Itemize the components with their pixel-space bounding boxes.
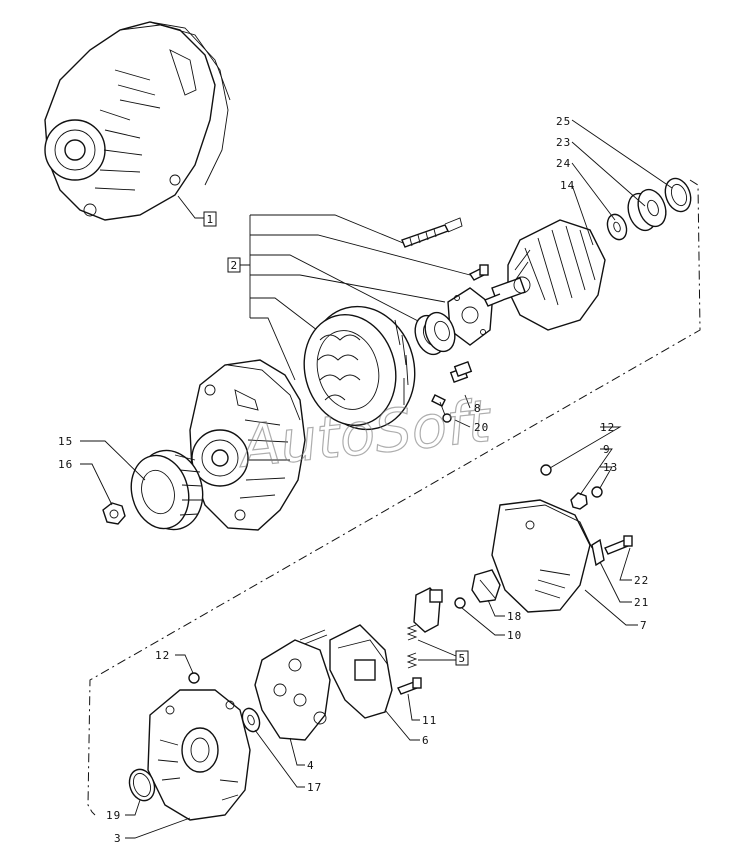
rear-cover-7 (491, 499, 593, 613)
callout-11: 11 (422, 714, 437, 727)
callout-7: 7 (640, 619, 648, 632)
nut-12-bottom (188, 672, 200, 684)
callout-3: 3 (114, 832, 122, 845)
terminal-screw (431, 394, 452, 423)
bearing-ring-25 (664, 177, 692, 213)
nut-12-top (540, 464, 552, 476)
callout-18: 18 (507, 610, 522, 623)
callout-10: 10 (507, 629, 522, 642)
rotor-washer-24 (606, 213, 628, 241)
callout-8: 8 (474, 402, 482, 415)
callout-12-top: 12 (600, 421, 615, 434)
pulley-15 (130, 449, 204, 531)
callout-4: 4 (307, 759, 315, 772)
callout-5: 5 (459, 652, 467, 665)
leader-2 (240, 214, 471, 381)
brush-springs-5 (406, 624, 418, 669)
complete-alternator (44, 21, 231, 221)
assembly-axis-line (87, 179, 701, 816)
rotor (484, 219, 606, 331)
o-ring-19 (128, 768, 156, 802)
callout-box-5 (455, 650, 469, 666)
terminal-21 (591, 538, 605, 567)
regulator-18 (471, 569, 501, 603)
nut-9 (570, 492, 588, 510)
drive-end-housing (189, 359, 306, 531)
leader-1 (177, 195, 204, 219)
leader-5 (417, 639, 457, 661)
pulley-nut-16 (102, 502, 126, 525)
callout-13: 13 (603, 461, 618, 474)
callout-22: 22 (634, 574, 649, 587)
callout-19: 19 (106, 809, 121, 822)
callout-16: 16 (58, 458, 73, 471)
brush-holder (413, 587, 443, 633)
screw-22 (604, 535, 633, 555)
callout-box-1 (203, 211, 217, 227)
rear-bearing-23 (627, 188, 667, 232)
screw-11 (397, 677, 422, 695)
callout-2: 2 (231, 259, 239, 272)
terminal-clip (449, 361, 473, 383)
stud-bolt (299, 629, 328, 646)
diode-plate-4 (254, 639, 331, 741)
stator (303, 305, 416, 431)
callout-23: 23 (556, 136, 571, 149)
small-screw (468, 264, 489, 281)
front-bearing (414, 311, 456, 356)
callout-24: 24 (556, 157, 571, 170)
leader-lines (80, 119, 673, 839)
callout-21: 21 (634, 596, 649, 609)
callout-15: 15 (58, 435, 73, 448)
callout-17: 17 (307, 781, 322, 794)
callout-12-bottom: 12 (155, 649, 170, 662)
callout-25: 25 (556, 115, 571, 128)
through-bolt (401, 217, 463, 248)
callout-1: 1 (207, 213, 215, 226)
callout-9: 9 (603, 443, 611, 456)
callout-14: 14 (560, 179, 575, 192)
rear-housing-3 (147, 689, 251, 821)
callout-6: 6 (422, 734, 430, 747)
callout-20: 20 (474, 421, 489, 434)
rectifier-6 (329, 624, 393, 719)
nut-13 (591, 486, 603, 498)
screw-10 (454, 597, 466, 609)
